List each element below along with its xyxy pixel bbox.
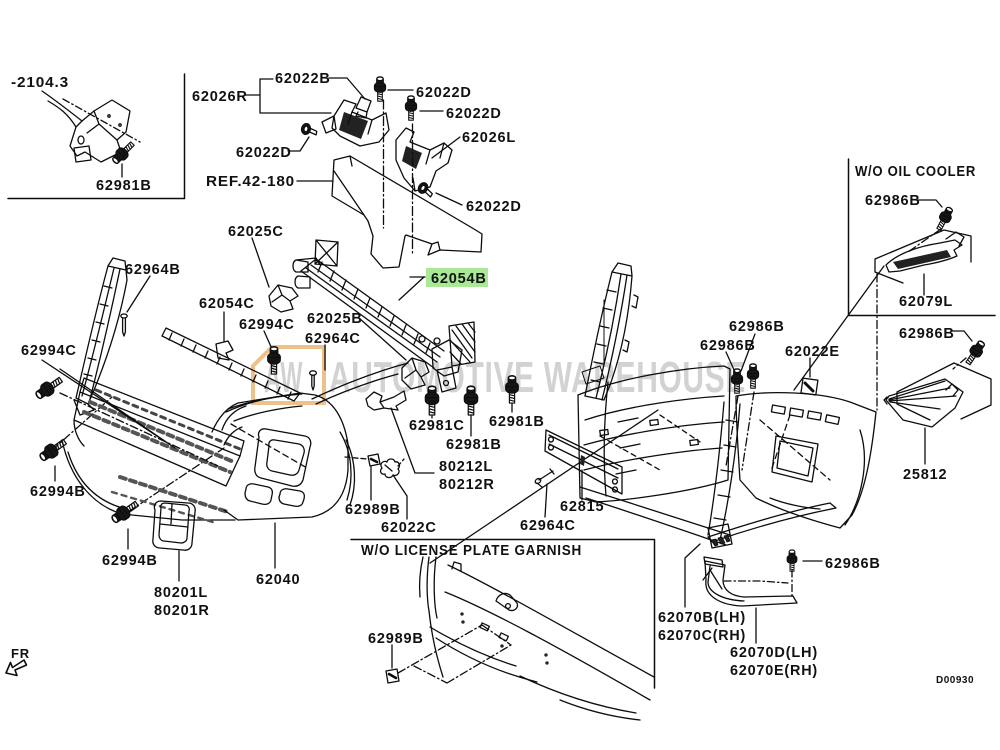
svg-text:62994C: 62994C [239,317,295,333]
svg-text:62815: 62815 [560,499,604,515]
svg-text:62981B: 62981B [446,437,502,453]
svg-text:62022D: 62022D [416,85,472,101]
svg-text:62026R: 62026R [192,89,248,105]
svg-text:62070B(LH): 62070B(LH) [658,610,746,626]
svg-text:62986B: 62986B [899,326,955,342]
svg-text:62040: 62040 [256,572,300,588]
svg-text:80212L: 80212L [439,459,493,475]
svg-text:25812: 25812 [903,467,947,483]
svg-text:AUTOMOTIVE WAREHOUSE: AUTOMOTIVE WAREHOUSE [329,353,746,402]
svg-text:62022C: 62022C [381,520,437,536]
svg-text:62986B: 62986B [729,319,785,335]
svg-text:62964C: 62964C [305,331,361,347]
svg-text:62026L: 62026L [462,130,516,146]
svg-text:62964B: 62964B [125,262,181,278]
svg-text:62964C: 62964C [520,518,576,534]
svg-text:62994B: 62994B [102,553,158,569]
svg-text:D00930: D00930 [936,675,974,686]
svg-text:62054C: 62054C [199,296,255,312]
svg-text:62986B: 62986B [825,556,881,572]
svg-text:62981C: 62981C [409,418,465,434]
svg-text:62989B: 62989B [368,631,424,647]
svg-text:62989B: 62989B [345,502,401,518]
svg-text:62022D: 62022D [236,145,292,161]
svg-text:62022E: 62022E [785,344,840,360]
svg-text:-2104.3: -2104.3 [11,75,69,91]
svg-text:62070E(RH): 62070E(RH) [730,663,818,679]
svg-text:62022D: 62022D [446,106,502,122]
svg-text:62022D: 62022D [466,199,522,215]
svg-text:62070C(RH): 62070C(RH) [658,628,746,644]
svg-text:62054B: 62054B [431,271,487,287]
svg-text:W/O LICENSE PLATE GARNISH: W/O LICENSE PLATE GARNISH [361,543,582,559]
svg-text:62994B: 62994B [30,484,86,500]
svg-text:80201L: 80201L [154,585,208,601]
svg-text:62025C: 62025C [228,224,284,240]
svg-text:FR: FR [11,646,30,661]
svg-text:62986B: 62986B [865,193,921,209]
svg-text:62079L: 62079L [899,294,953,310]
svg-text:W/O OIL COOLER: W/O OIL COOLER [855,164,976,180]
svg-text:62986B: 62986B [700,338,756,354]
svg-text:REF.42-180: REF.42-180 [206,174,295,190]
svg-text:62025B: 62025B [307,311,363,327]
svg-text:62022B: 62022B [275,71,331,87]
svg-text:80201R: 80201R [154,603,210,619]
svg-text:62994C: 62994C [21,343,77,359]
svg-text:80212R: 80212R [439,477,495,493]
svg-text:62981B: 62981B [96,178,152,194]
svg-text:62981B: 62981B [489,414,545,430]
svg-text:62070D(LH): 62070D(LH) [730,645,818,661]
